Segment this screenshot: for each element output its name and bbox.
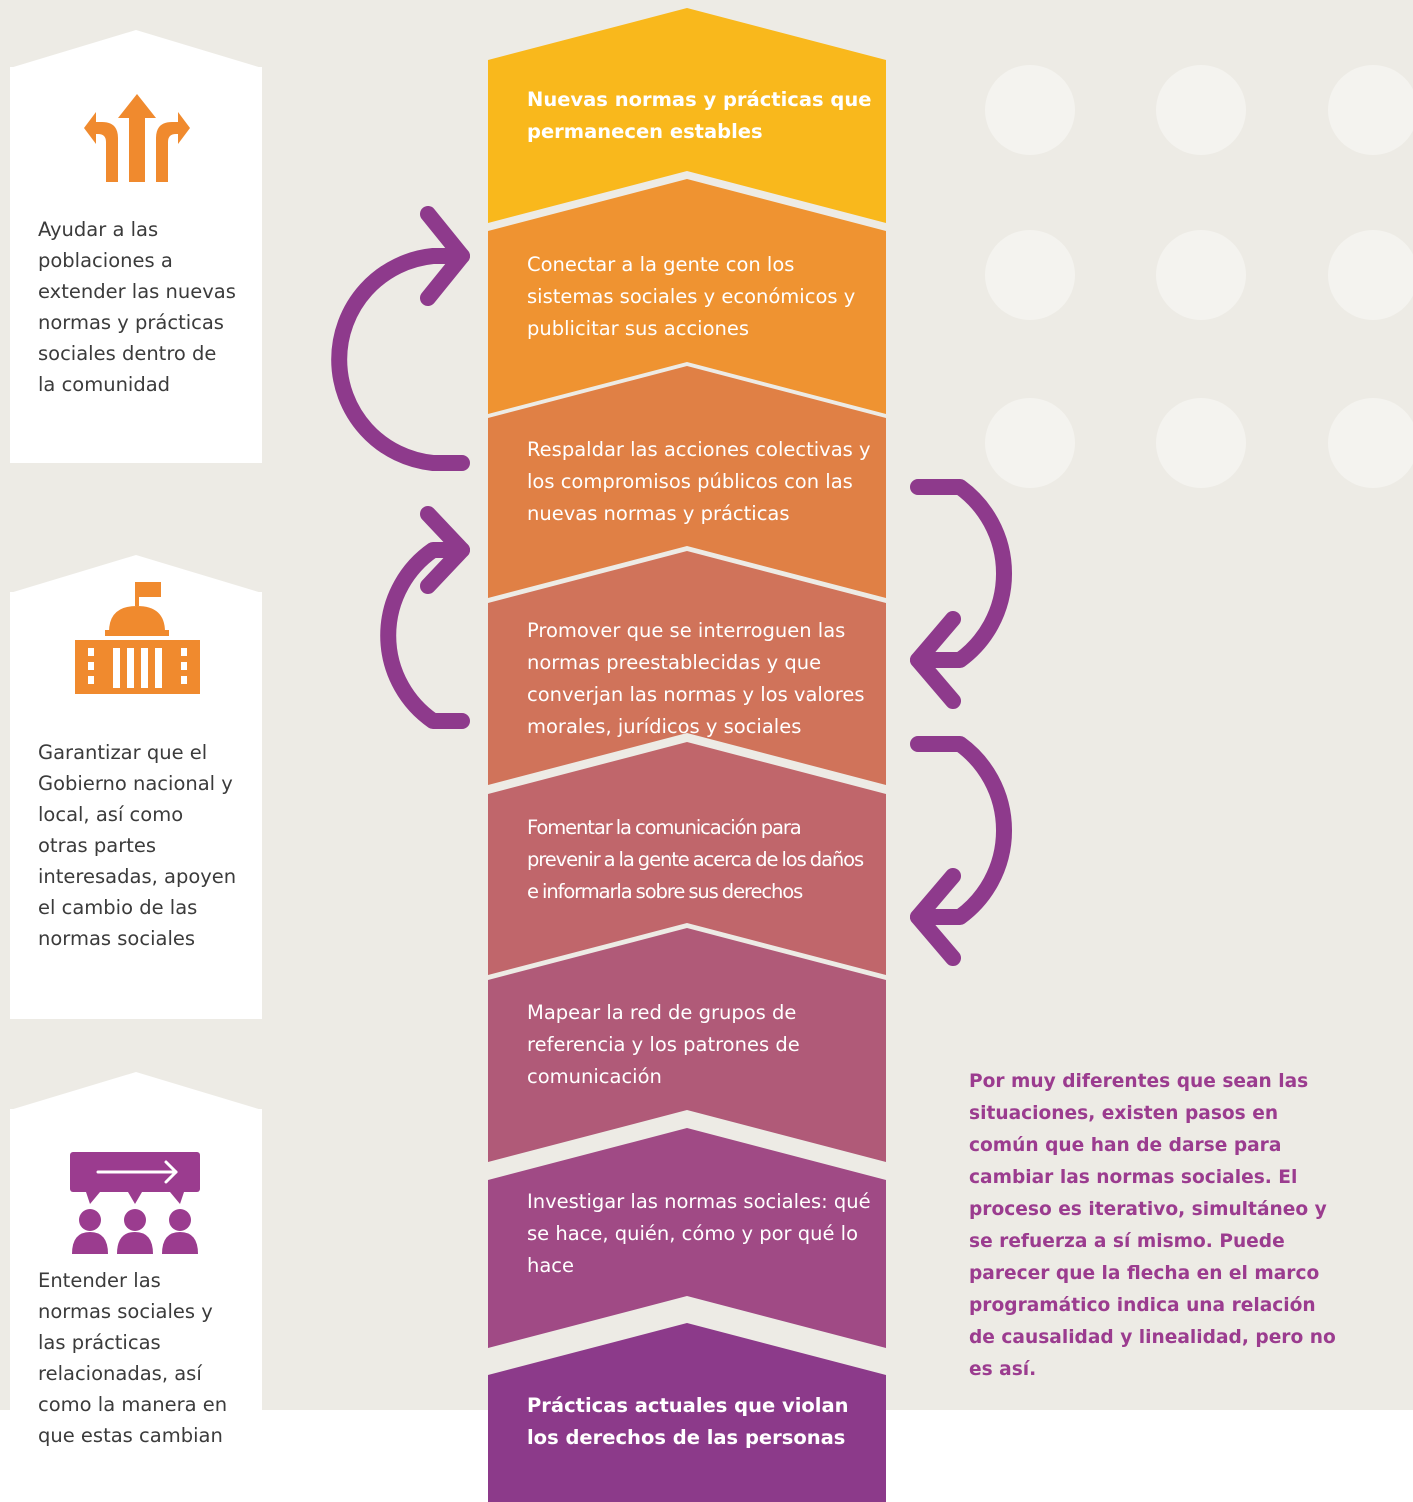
decorative-dot (985, 398, 1075, 488)
step-2-text: Conectar a la gente con los sistemas soc… (527, 253, 856, 340)
step-band-3 (488, 366, 886, 598)
decorative-dot (1156, 398, 1246, 488)
decorative-dot (1156, 230, 1246, 320)
card-top-peak (10, 555, 262, 593)
step-band-8 (488, 1323, 886, 1502)
cycle-arrow-left-upper (331, 206, 470, 471)
left-card-1-text: Ayudar a las poblaciones a extender las … (38, 218, 236, 396)
step-band-2 (488, 179, 886, 414)
step-8-text: Prácticas actuales que violan los derech… (527, 1394, 849, 1449)
left-card-3-text: Entender las normas sociales y las práct… (38, 1269, 228, 1447)
left-card-2-text: Garantizar que el Gobierno nacional y lo… (38, 741, 237, 950)
decorative-dot (1328, 65, 1413, 155)
explanatory-note: Por muy diferentes que sean las situacio… (969, 1071, 1336, 1380)
diverging-arrows-icon (84, 94, 190, 182)
decorative-dot (1328, 398, 1413, 488)
group-communication-icon (70, 1152, 200, 1254)
step-7-text: Investigar las normas sociales: qué se h… (527, 1190, 871, 1277)
step-band-6 (488, 928, 886, 1162)
step-band-5 (488, 742, 886, 975)
step-6-text: Mapear la red de grupos de referencia y … (527, 1001, 800, 1088)
cycle-arrow-right-upper (910, 479, 1013, 709)
card-top-peak (10, 1072, 262, 1110)
step-band-7 (488, 1128, 886, 1348)
step-3-text: Respaldar las acciones colectivas y los … (527, 438, 871, 525)
decorative-dot (985, 65, 1075, 155)
cycle-arrow-right-lower (910, 736, 1013, 966)
step-band-4 (488, 551, 886, 785)
step-4-text: Promover que se interroguen las normas p… (527, 619, 865, 738)
decorative-dot (985, 230, 1075, 320)
step-1-text: Nuevas normas y prácticas que permanecen… (527, 88, 872, 143)
government-building-icon (75, 582, 200, 694)
decorative-dot (1328, 230, 1413, 320)
step-5-text: Fomentar la comunicación para prevenir a… (527, 816, 864, 903)
card-top-peak (10, 30, 262, 68)
step-band-1 (488, 8, 886, 223)
cycle-arrow-left-lower (380, 506, 470, 729)
decorative-dot (1156, 65, 1246, 155)
